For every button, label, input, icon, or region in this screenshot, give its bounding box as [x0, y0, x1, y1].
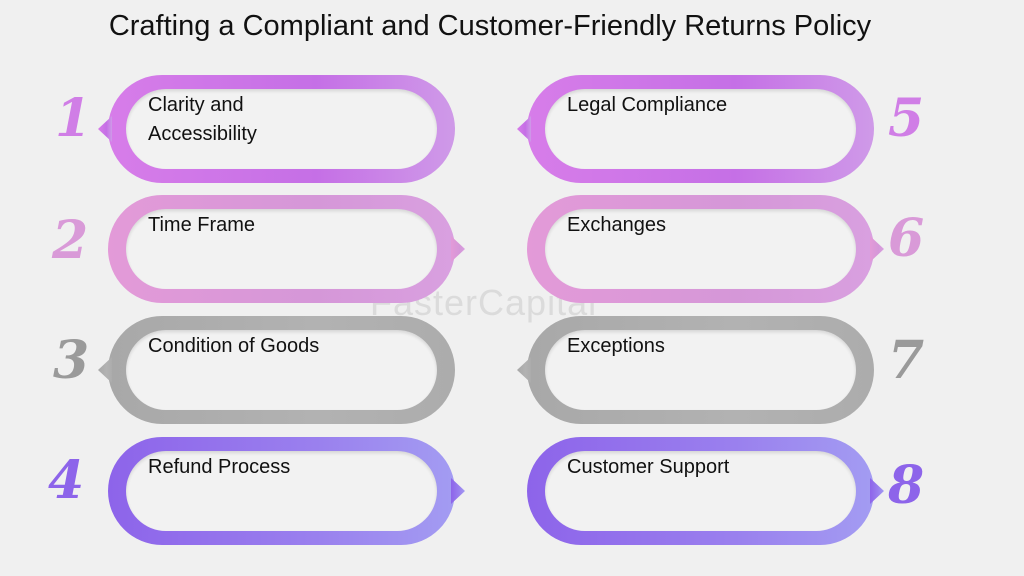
step-card-3: Condition of Goods [98, 316, 455, 424]
pointer-left-icon [98, 357, 112, 383]
step-label: Clarity and Accessibility [148, 94, 257, 145]
pointer-left-icon [517, 357, 531, 383]
step-number-5: 5 [888, 88, 925, 149]
step-number-8: 8 [888, 455, 925, 516]
step-number-4: 4 [48, 450, 85, 511]
pointer-right-icon [451, 236, 465, 262]
step-card-1: Clarity and Accessibility [98, 75, 455, 183]
step-label: Exceptions [567, 335, 665, 357]
step-label: Legal Compliance [567, 94, 728, 116]
pointer-left-icon [517, 116, 531, 142]
pointer-right-icon [870, 236, 884, 262]
step-label: Condition of Goods [148, 335, 320, 357]
step-card-8: Customer Support [527, 437, 884, 545]
pointer-right-icon [451, 478, 465, 504]
step-card-4: Refund Process [108, 437, 465, 545]
step-number-2: 2 [52, 210, 89, 271]
pointer-left-icon [98, 116, 112, 142]
step-number-1: 1 [55, 88, 92, 149]
step-label: Refund Process [148, 456, 291, 478]
step-card-2: Time Frame [108, 195, 465, 303]
pointer-right-icon [870, 478, 884, 504]
step-label: Customer Support [567, 456, 730, 478]
step-card-5: Legal Compliance [517, 75, 874, 183]
step-number-7: 7 [888, 330, 925, 391]
step-number-3: 3 [53, 330, 90, 391]
page-title: Crafting a Compliant and Customer-Friend… [108, 10, 872, 42]
step-label: Exchanges [567, 214, 666, 236]
step-card-6: Exchanges [527, 195, 884, 303]
step-label: Time Frame [148, 214, 256, 236]
step-number-6: 6 [888, 208, 925, 269]
step-card-7: Exceptions [517, 316, 874, 424]
